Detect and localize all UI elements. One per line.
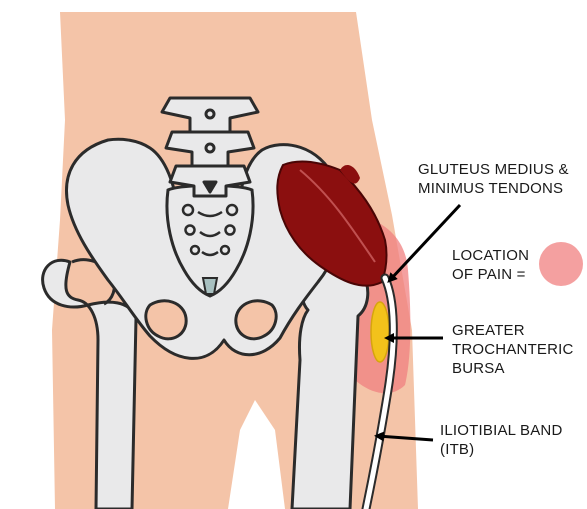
pain-legend-swatch: [539, 242, 583, 286]
trochanteric-bursa: [371, 302, 389, 362]
lumbar-vertebrae: [162, 98, 258, 196]
tendon-arrow: [390, 205, 460, 280]
bursa-label: GREATER TROCHANTERIC BURSA: [452, 321, 574, 378]
tendons-label: GLUTEUS MEDIUS & MINIMUS TENDONS: [418, 160, 569, 198]
pain-label: LOCATION OF PAIN =: [452, 246, 529, 284]
itb-label: ILIOTIBIAL BAND (ITB): [440, 421, 562, 459]
coccyx: [203, 278, 217, 294]
